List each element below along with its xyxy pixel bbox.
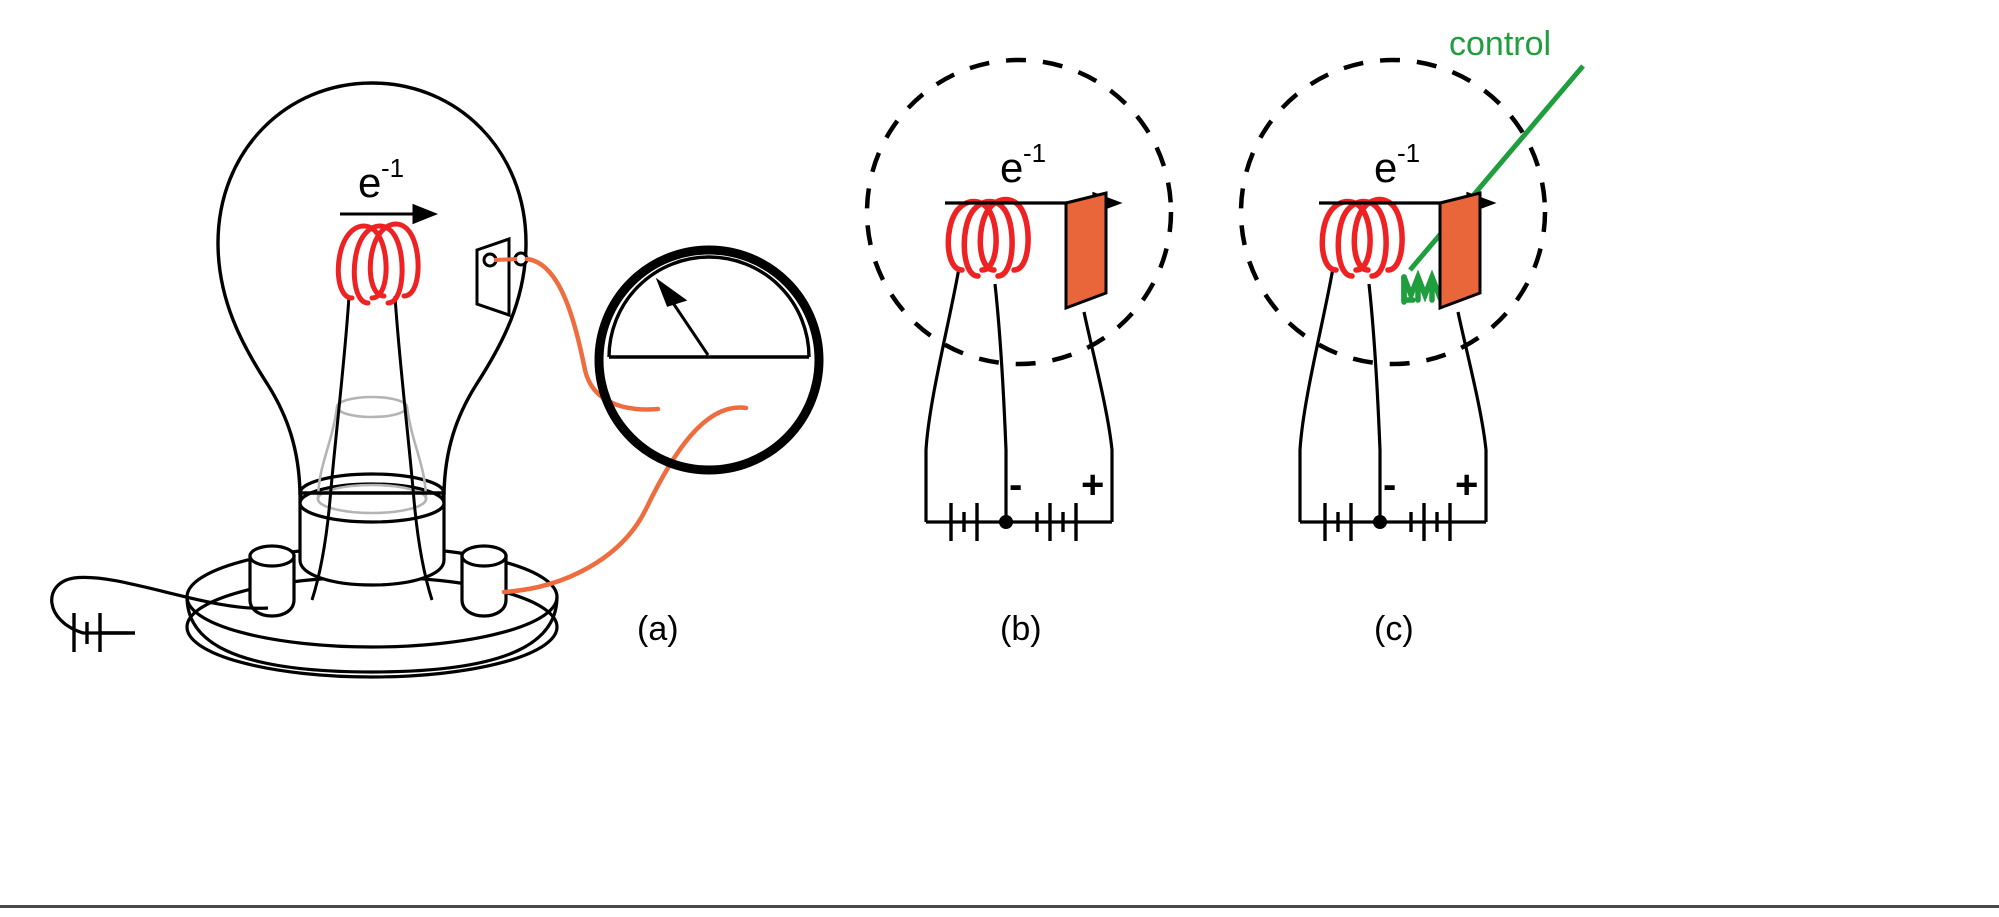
electron-superscript-b: -1 bbox=[1023, 138, 1046, 168]
filament-support-wires bbox=[310, 295, 434, 601]
page-bottom-rule bbox=[0, 905, 1999, 908]
socket-terminal-left bbox=[248, 544, 296, 618]
plate-terminal-link bbox=[493, 257, 518, 262]
junction-dot-c bbox=[1373, 515, 1387, 529]
anode-lead-b bbox=[1082, 311, 1114, 522]
electron-superscript-c: -1 bbox=[1397, 138, 1420, 168]
analog-meter bbox=[594, 245, 824, 475]
panel-a: e -1 bbox=[50, 81, 824, 679]
panel-label-a: (a) bbox=[637, 610, 679, 648]
electron-label-b: e -1 bbox=[1000, 138, 1046, 191]
junction-dot-b bbox=[999, 515, 1013, 529]
meter-needle bbox=[655, 277, 710, 356]
collector-plate bbox=[475, 236, 511, 318]
ground-loop-wire bbox=[50, 575, 269, 635]
plus-label-c: + bbox=[1455, 463, 1478, 507]
electron-symbol-b: e bbox=[1000, 144, 1023, 191]
orange-wire-bottom bbox=[501, 405, 749, 595]
panel-c: control e -1 - + (c) bbox=[1238, 25, 1585, 648]
red-filament-coil bbox=[335, 221, 421, 306]
anode-plate-c bbox=[1438, 191, 1482, 311]
plate-battery-b bbox=[1035, 503, 1078, 541]
minus-label-b: - bbox=[1009, 463, 1022, 507]
minus-label-c: - bbox=[1383, 463, 1396, 507]
electron-symbol-a: e bbox=[358, 159, 381, 206]
panel-label-b: (b) bbox=[1000, 610, 1042, 648]
anode-lead-c bbox=[1456, 311, 1488, 522]
glass-stem bbox=[316, 395, 428, 515]
electron-superscript-a: -1 bbox=[381, 153, 404, 183]
anode-plate-b bbox=[1064, 191, 1108, 311]
cathode-leads-c bbox=[1298, 267, 1382, 522]
electron-label-a: e -1 bbox=[358, 153, 404, 206]
control-label: control bbox=[1449, 25, 1551, 63]
electron-symbol-c: e bbox=[1374, 144, 1397, 191]
filament-battery-c bbox=[1323, 503, 1353, 541]
electron-label-c: e -1 bbox=[1374, 138, 1420, 191]
dashed-envelope-b bbox=[864, 57, 1174, 367]
socket-terminal-right bbox=[460, 544, 508, 618]
panel-label-c: (c) bbox=[1374, 610, 1414, 648]
filament-battery-b bbox=[949, 503, 979, 541]
orange-wire-top bbox=[524, 256, 661, 412]
dashed-envelope-c bbox=[1238, 57, 1548, 367]
panel-b: e -1 - + (b) bbox=[864, 57, 1174, 648]
plate-battery-c bbox=[1409, 503, 1452, 541]
glass-bulb bbox=[216, 81, 528, 495]
battery-symbol-a bbox=[72, 613, 135, 652]
electron-arrow-a bbox=[340, 203, 439, 225]
meter-dial-arc bbox=[607, 255, 811, 358]
plus-label-b: + bbox=[1081, 463, 1104, 507]
cathode-leads-b bbox=[924, 267, 1008, 522]
